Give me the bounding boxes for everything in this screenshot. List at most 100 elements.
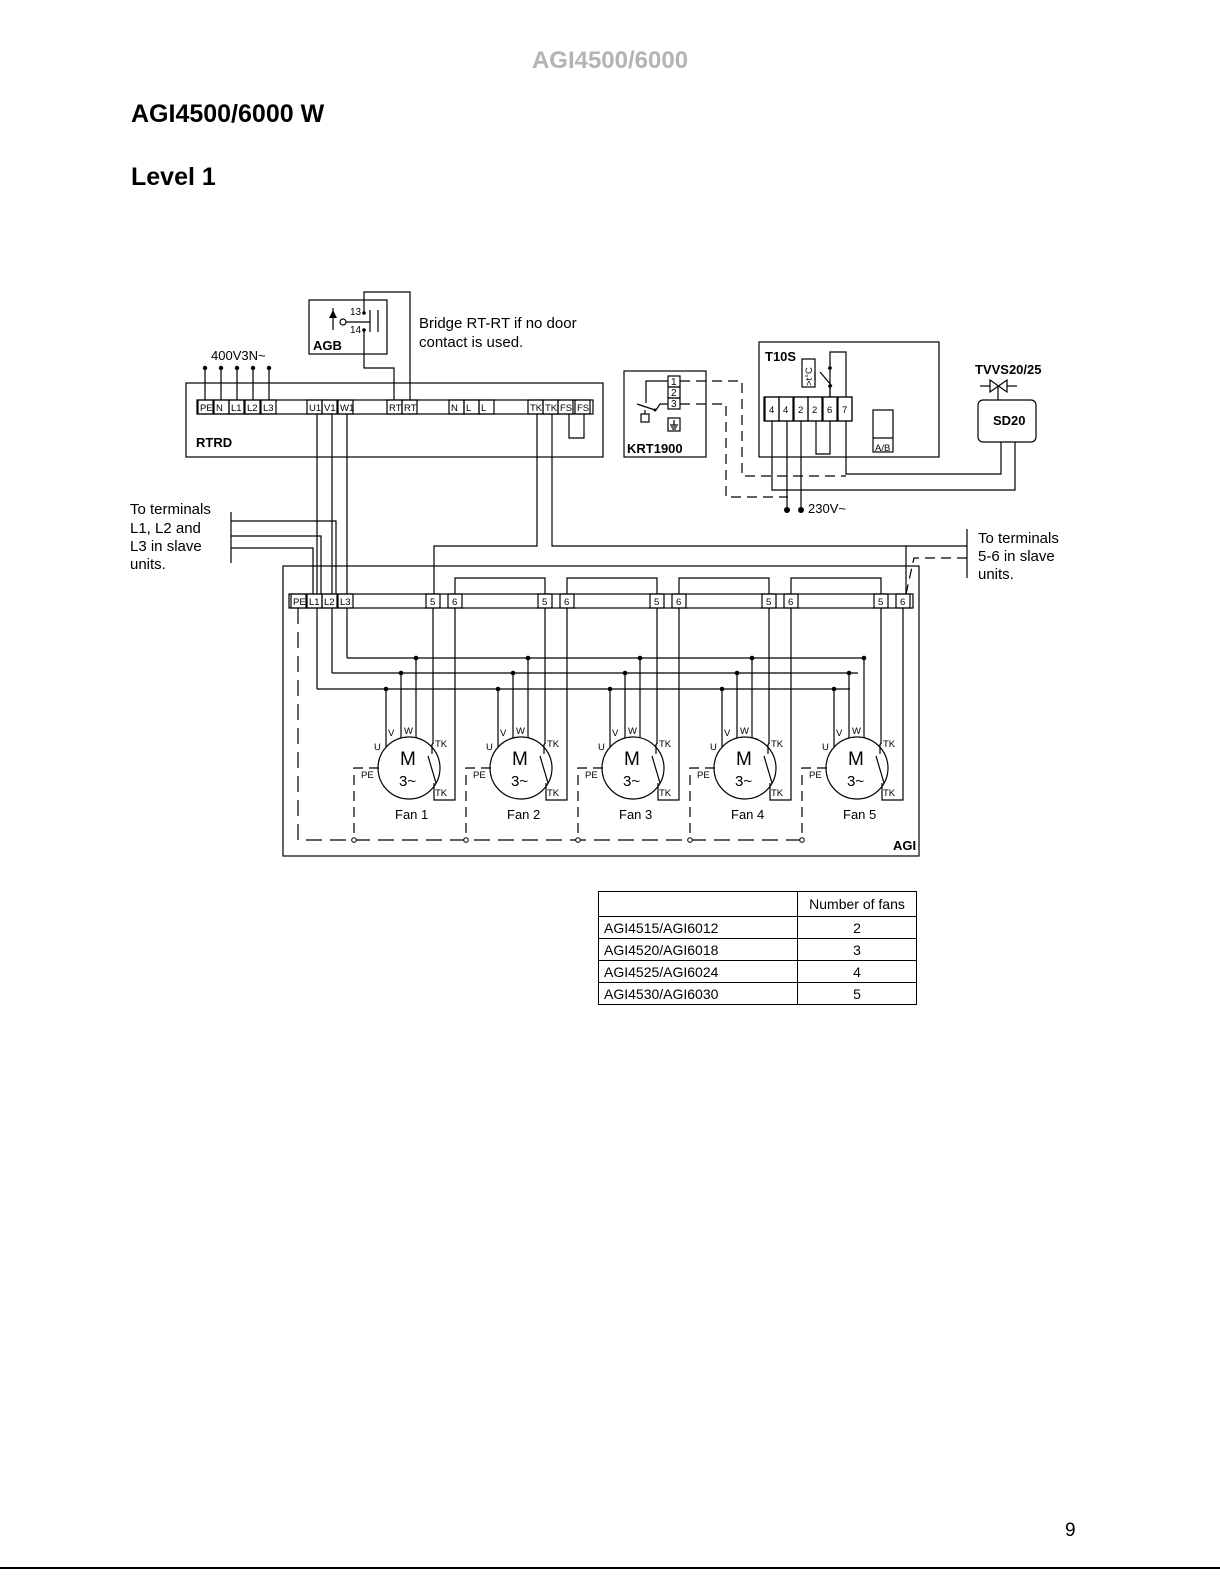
t10s-label: T10S — [765, 349, 796, 364]
motor-u-label: U — [486, 742, 493, 753]
motor-w-label: W — [404, 726, 413, 737]
bridge-note-line2: contact is used. — [419, 334, 523, 351]
motor-phase: 3~ — [623, 773, 640, 790]
motor-w-label: W — [852, 726, 861, 737]
right-note-line3: units. — [978, 566, 1014, 583]
motor-phase: 3~ — [511, 773, 528, 790]
agi-terminal-5-label: 5 — [766, 597, 771, 608]
krt1900-box: 1 2 3 KRT1900 — [623, 370, 707, 458]
motor-u-label: U — [710, 742, 717, 753]
fan-count-table: Number of fans AGI4515/AGI6012 2 AGI4520… — [598, 891, 917, 1005]
t10s-terminal-label: 4 — [783, 405, 788, 416]
table-row: AGI4525/AGI6024 4 — [598, 960, 917, 983]
t10s-temp-symbol: >t°C — [804, 367, 815, 386]
motor-tk-top-label: TK — [659, 739, 672, 750]
rtrd-terminal-box — [197, 399, 214, 415]
right-note: To terminals 5-6 in slave units. — [905, 529, 1059, 595]
agi-terminal-box — [337, 593, 354, 609]
motor-u-label: U — [374, 742, 381, 753]
motor-pe-label: PE — [473, 770, 486, 781]
thermostat-switch-icon — [636, 380, 668, 423]
motor-pe-label: PE — [585, 770, 598, 781]
motor-pe-label: PE — [361, 770, 374, 781]
door-switch-icon — [329, 308, 379, 332]
motor-pe-label: PE — [697, 770, 710, 781]
agi-terminal-bridge — [454, 577, 546, 594]
motor-symbol: M — [736, 749, 752, 770]
rtrd-terminal-box — [228, 399, 245, 415]
motor-tk-top-label: TK — [771, 739, 784, 750]
table-cell-model: AGI4530/AGI6030 — [598, 982, 798, 1005]
t10s-terminal-label: 2 — [798, 405, 803, 416]
left-note-line4: units. — [130, 556, 166, 573]
agi-label: AGI — [893, 838, 916, 853]
rtrd-terminal-label: L2 — [247, 403, 258, 414]
supply-wires — [202, 365, 272, 400]
motor-tk-top-label: TK — [435, 739, 448, 750]
rtrd-terminal-label: L3 — [263, 403, 274, 414]
krt-label: KRT1900 — [627, 441, 683, 456]
motor-tk-bottom-label: TK — [547, 788, 560, 799]
rtrd-terminal-label: FS — [577, 403, 589, 414]
rtrd-terminal-label: L — [466, 403, 471, 414]
motor-v-label: V — [724, 728, 731, 739]
motor-tk-top-label: TK — [883, 739, 896, 750]
t10s-terminal-label: 2 — [812, 405, 817, 416]
agi-terminal-label: PE — [293, 597, 306, 608]
rtrd-terminal-label: W1 — [340, 403, 354, 414]
supply-label: 400V3N~ — [211, 348, 266, 363]
earth-icon — [670, 420, 678, 430]
page-title: AGI4500/6000 W — [131, 100, 325, 128]
motor-v-label: V — [388, 728, 395, 739]
agi-terminal-5-label: 5 — [654, 597, 659, 608]
table-header-count: Number of fans — [797, 891, 917, 917]
rtrd-terminal-label: RT — [389, 403, 402, 414]
agi-terminal-6-label: 6 — [452, 597, 457, 608]
right-note-line1: To terminals — [978, 530, 1059, 547]
motor-phase: 3~ — [735, 773, 752, 790]
motor-v-label: V — [836, 728, 843, 739]
rtrd-terminal-label: TK — [530, 403, 543, 414]
fan-label: Fan 5 — [843, 807, 876, 822]
fan-label: Fan 1 — [395, 807, 428, 822]
table-header-empty — [598, 891, 798, 917]
motor-symbol: M — [624, 749, 640, 770]
rtrd-terminal-label: PE — [200, 403, 213, 414]
motor-w-label: W — [740, 726, 749, 737]
motor-v-label: V — [612, 728, 619, 739]
rtrd-terminal-box — [321, 399, 338, 415]
motor-u-label: U — [598, 742, 605, 753]
page-header: AGI4500/6000 — [531, 47, 689, 74]
table-cell-model: AGI4515/AGI6012 — [598, 916, 798, 939]
rtrd-terminal-label: L1 — [231, 403, 242, 414]
agi-terminal-6-label: 6 — [564, 597, 569, 608]
krt-terminal-1: 1 — [671, 377, 677, 388]
krt-terminal-3: 3 — [671, 399, 677, 410]
rtrd-terminal-box — [478, 399, 495, 415]
table-cell-model: AGI4520/AGI6018 — [598, 938, 798, 961]
agi-terminal-6-label: 6 — [788, 597, 793, 608]
table-row: AGI4515/AGI6012 2 — [598, 916, 917, 939]
right-note-line2: 5-6 in slave — [978, 548, 1055, 565]
agi-terminal-box — [321, 593, 338, 609]
tvvs-label: TVVS20/25 — [975, 362, 1042, 377]
rtrd-terminal-label: V1 — [324, 403, 336, 414]
rtrd-terminal-label: TK — [545, 403, 558, 414]
wiring-diagram: 13 14 AGB Bridge RT-RT if no door contac… — [130, 291, 1059, 857]
motor-symbol: M — [512, 749, 528, 770]
motor-tk-bottom-label: TK — [771, 788, 784, 799]
motor-tk-top-label: TK — [547, 739, 560, 750]
agi-terminal-6-label: 6 — [900, 597, 905, 608]
rtrd-terminal-box — [574, 399, 591, 415]
rtrd-terminal-box — [244, 399, 261, 415]
motor-w-label: W — [516, 726, 525, 737]
motor-phase: 3~ — [399, 773, 416, 790]
t10s-terminal-box — [837, 396, 853, 422]
